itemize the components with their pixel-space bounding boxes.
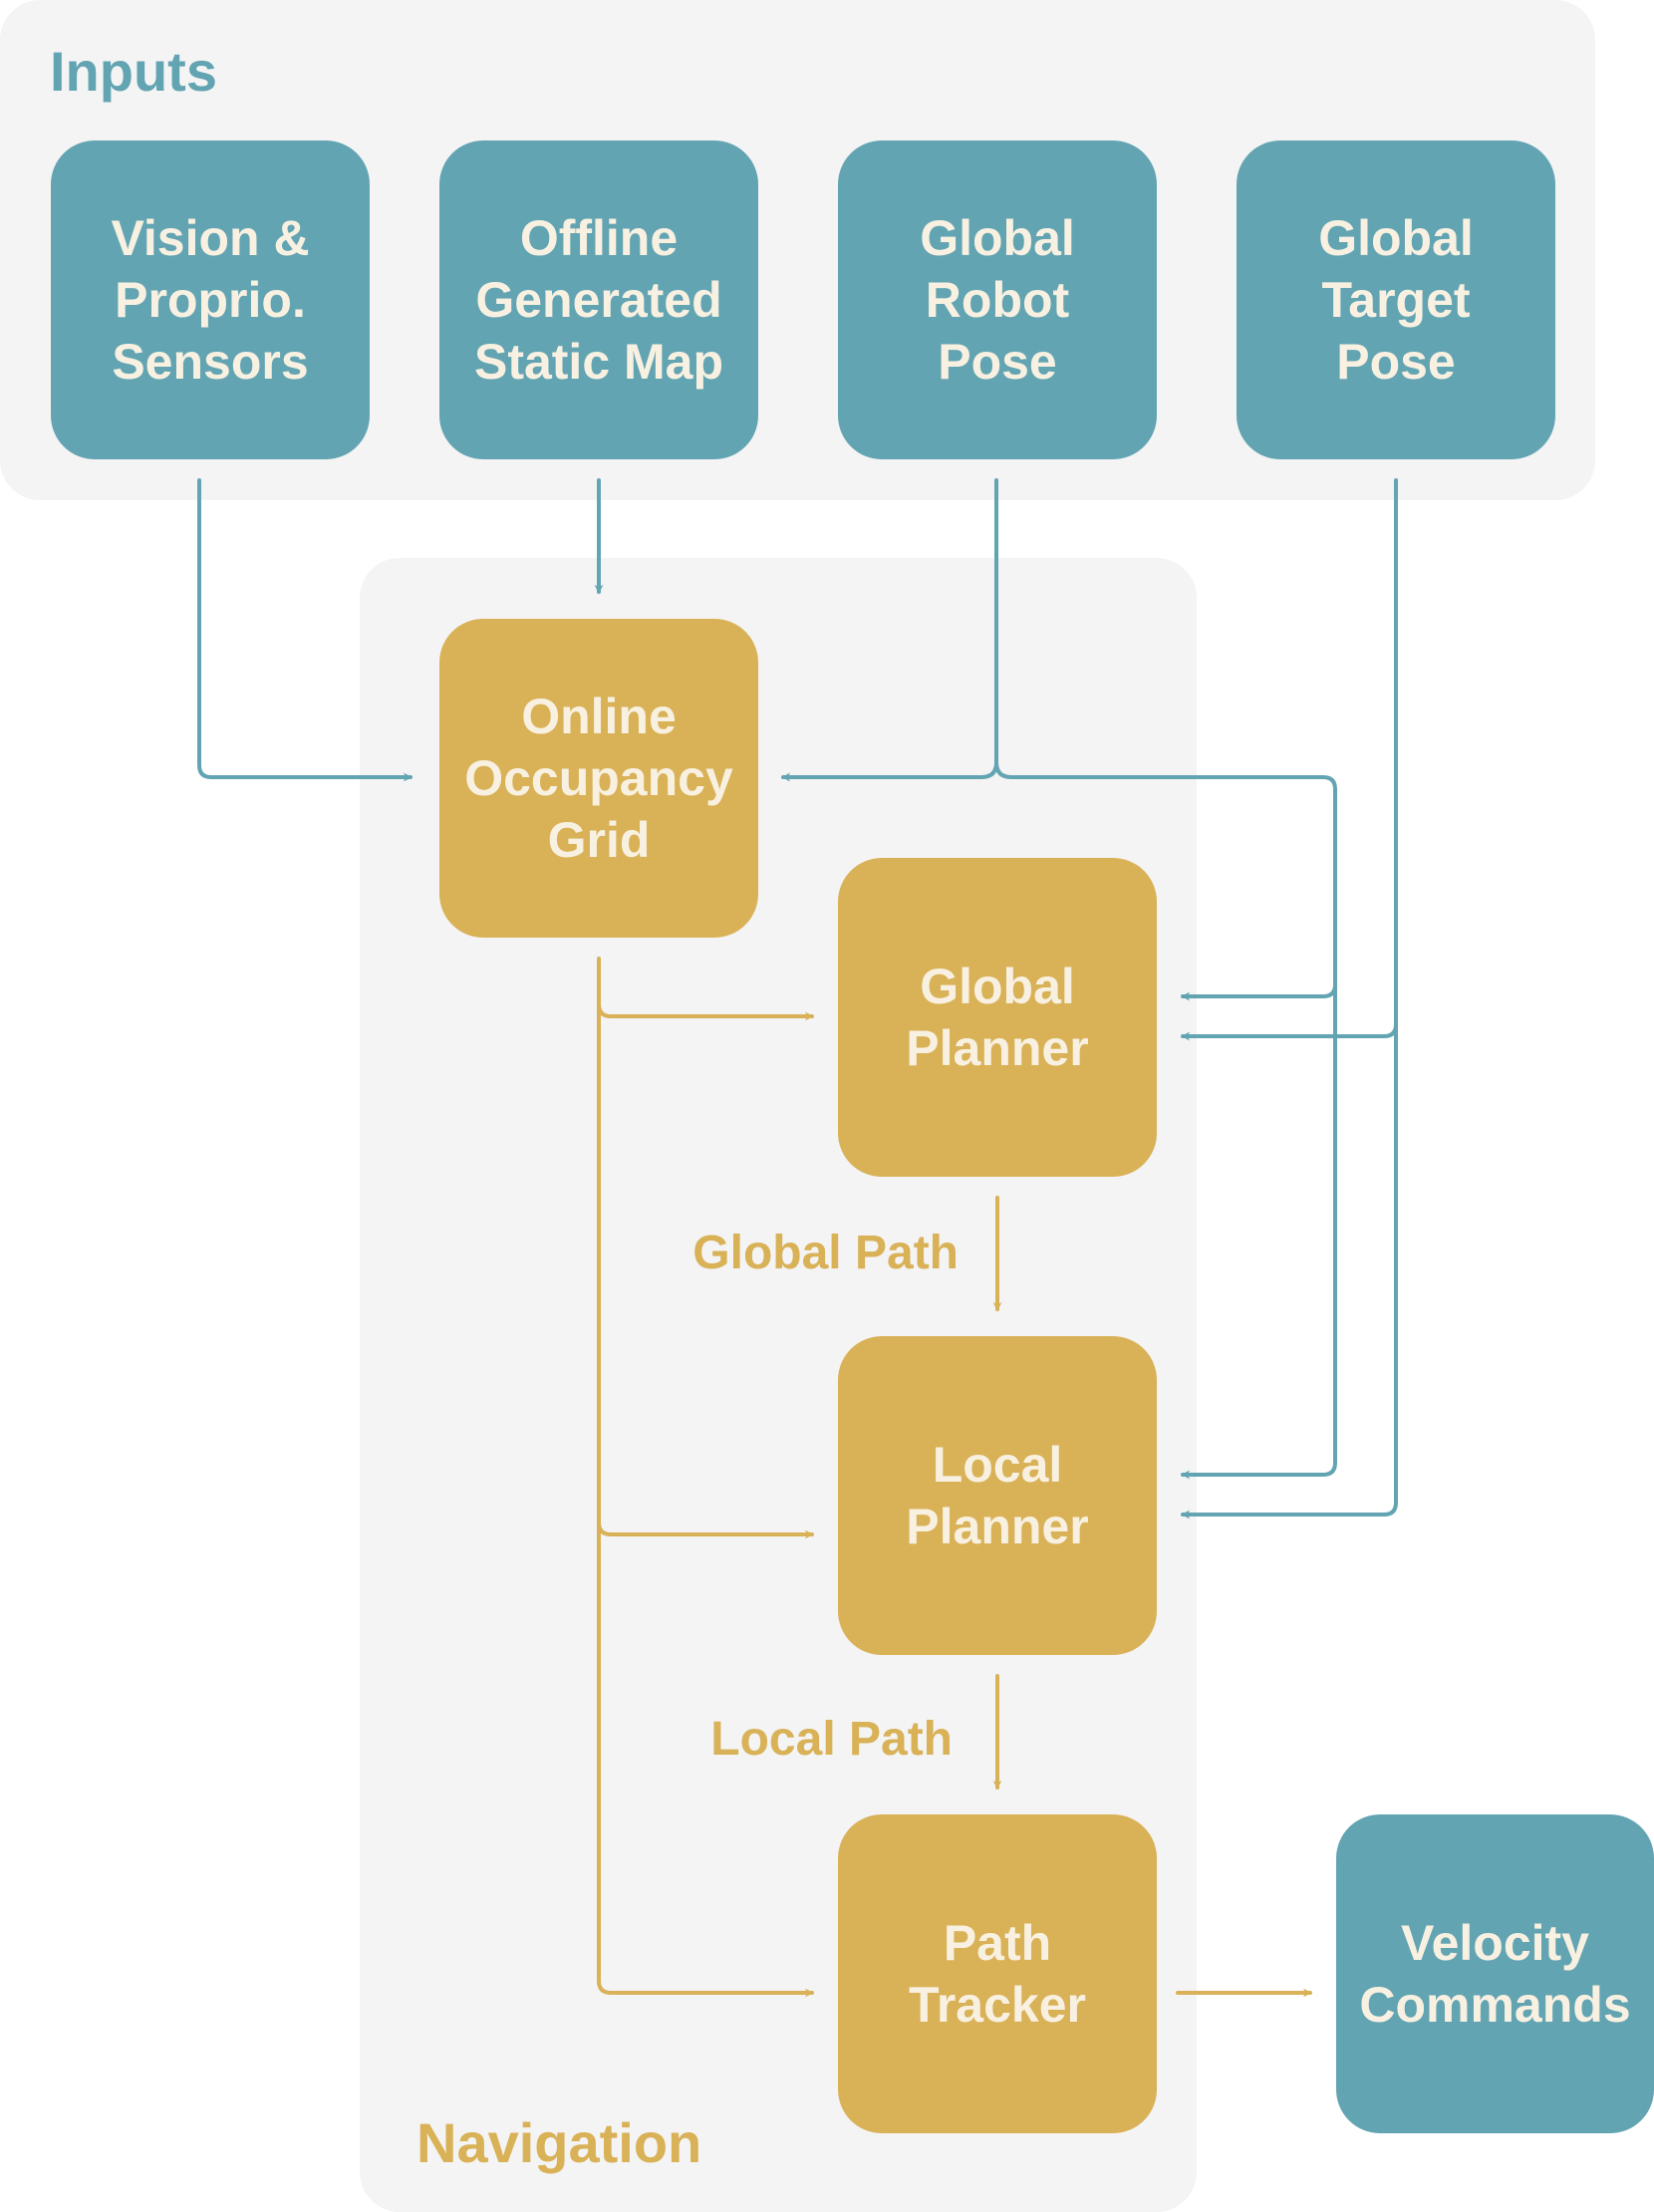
node-global-robot-pose: Global Robot Pose (838, 140, 1157, 459)
node-offline-static-map: Offline Generated Static Map (439, 140, 758, 459)
node-velocity-commands-label: Velocity Commands (1359, 1915, 1631, 2033)
node-global-planner-label: Global Planner (906, 959, 1089, 1076)
navigation-group-title: Navigation (416, 2111, 702, 2174)
edge-grid-to-global-planner (597, 957, 814, 1021)
node-online-occupancy-grid-label: Online Occupancy Grid (464, 689, 733, 868)
edge-target-pose-to-global-planner (1181, 478, 1398, 1041)
node-global-planner: Global Planner (838, 858, 1157, 1177)
node-global-target-pose-label: Global Target Pose (1318, 210, 1474, 390)
node-local-planner-label: Local Planner (906, 1437, 1089, 1554)
node-path-tracker-label: Path Tracker (909, 1915, 1086, 2033)
node-velocity-commands: Velocity Commands (1336, 1814, 1654, 2133)
edge-robot-pose-to-local-planner (1181, 982, 1337, 1480)
node-global-robot-pose-label: Global Robot Pose (920, 210, 1075, 390)
edge-robot-pose-to-global-planner (994, 760, 1337, 1001)
inputs-group-title: Inputs (50, 40, 217, 103)
edge-label-global-path: Global Path (692, 1227, 959, 1279)
edge-target-pose-to-local-planner (1181, 1022, 1398, 1520)
node-vision-sensors-label: Vision & Proprio. Sensors (111, 210, 310, 390)
node-online-occupancy-grid: Online Occupancy Grid (439, 619, 758, 938)
edge-sensors-to-grid (197, 478, 413, 782)
node-vision-sensors: Vision & Proprio. Sensors (51, 140, 370, 459)
node-path-tracker: Path Tracker (838, 1814, 1157, 2133)
node-offline-static-map-label: Offline Generated Static Map (473, 210, 724, 390)
edge-robot-pose-to-grid (781, 478, 998, 782)
node-local-planner: Local Planner (838, 1336, 1157, 1655)
node-global-target-pose: Global Target Pose (1237, 140, 1555, 459)
edge-grid-to-path-tracker (597, 1521, 814, 1998)
edge-label-local-path: Local Path (710, 1713, 953, 1766)
